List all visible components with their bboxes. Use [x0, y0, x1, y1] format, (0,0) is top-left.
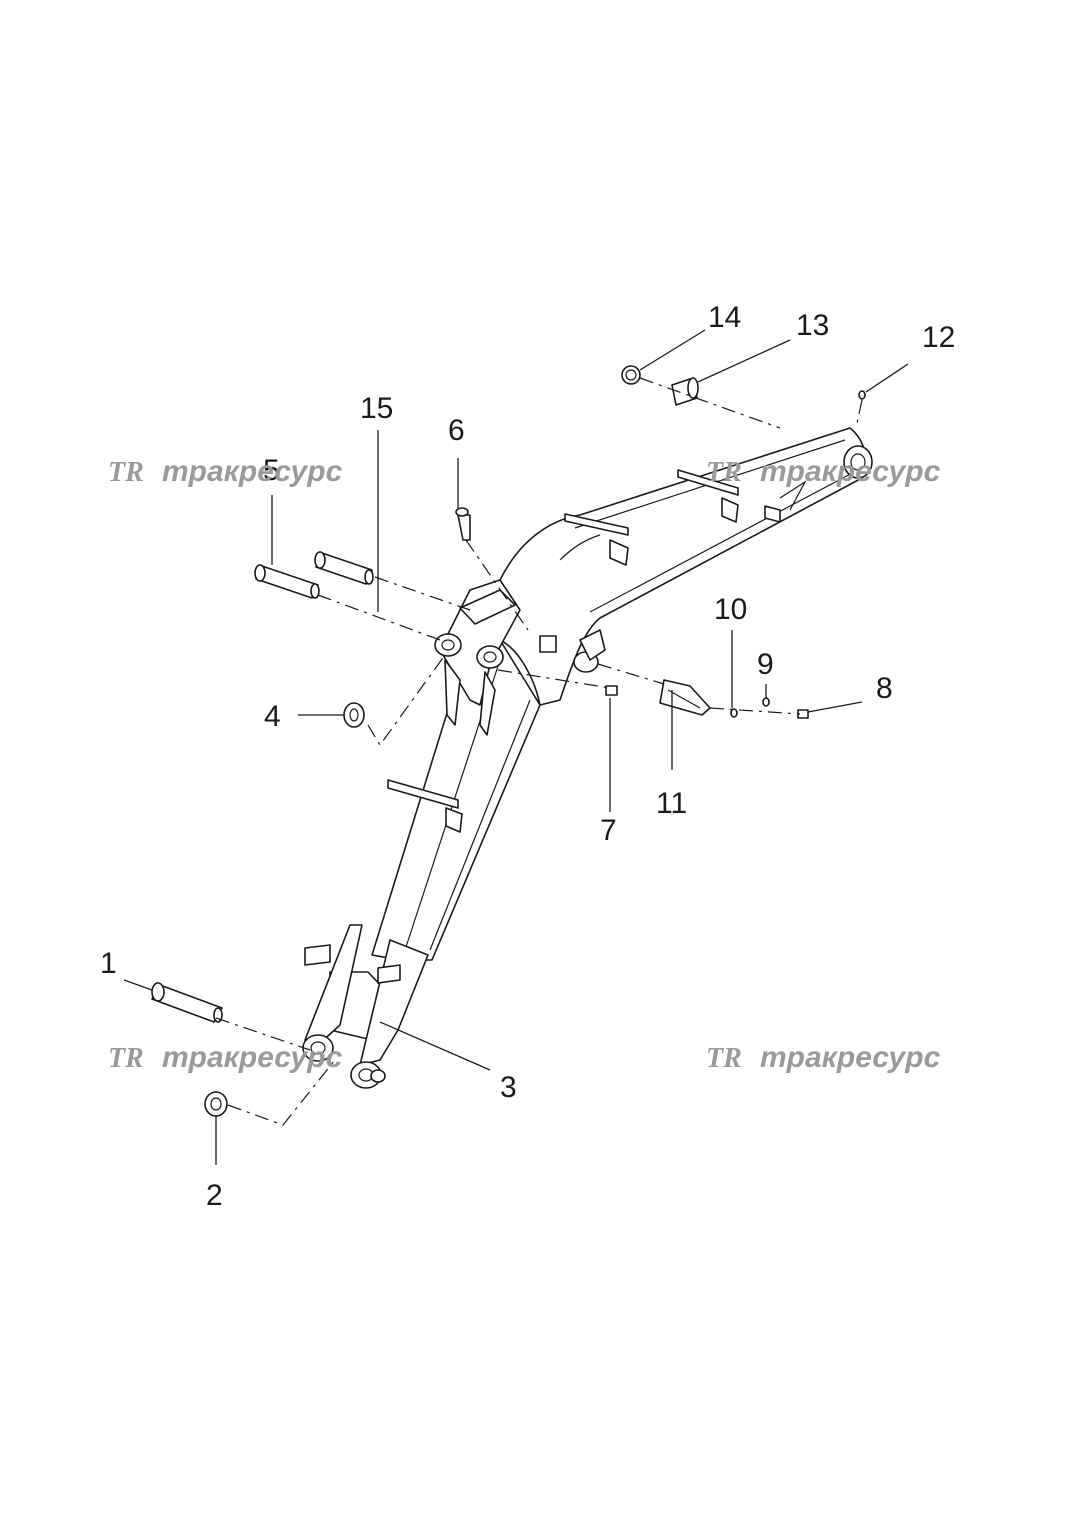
watermark-text: тракресурс — [162, 1041, 343, 1074]
callout-13: 13 — [796, 309, 829, 342]
part-8-bolt — [797, 709, 809, 719]
watermark-bottom-right: TR тракресурс — [706, 1041, 941, 1074]
part-4-washer — [343, 702, 365, 728]
callout-4: 4 — [264, 700, 281, 733]
callout-5: 5 — [263, 454, 280, 487]
callout-2: 2 — [206, 1179, 223, 1212]
callout-7: 7 — [600, 814, 617, 847]
watermark-text: тракресурс — [760, 1041, 941, 1074]
callout-15: 15 — [360, 392, 393, 425]
callout-11: 11 — [656, 787, 687, 820]
part-13-bushing — [671, 377, 699, 406]
part-9-washer — [762, 697, 770, 707]
callout-14: 14 — [708, 301, 741, 334]
callout-1: 1 — [100, 947, 117, 980]
boom-arm — [302, 427, 873, 1089]
part-6-bolt — [455, 507, 471, 541]
part-14-seal-ring — [621, 365, 641, 385]
watermark-bottom-left: TR тракресурс — [108, 1041, 343, 1074]
callout-10: 10 — [714, 593, 747, 626]
part-10-washer — [730, 708, 738, 718]
callout-3: 3 — [500, 1071, 517, 1104]
part-15-pin — [314, 551, 374, 585]
part-12-grease-nipple — [858, 390, 866, 400]
callout-9: 9 — [757, 648, 774, 681]
part-1-pin — [151, 982, 223, 1023]
part-11-plate — [659, 679, 711, 716]
watermark-logo: TR — [706, 1043, 742, 1074]
callout-leaders — [123, 329, 909, 1165]
part-2-washer — [204, 1091, 228, 1117]
watermark-logo: TR — [108, 1043, 144, 1074]
watermark-top-right: TR тракресурс — [706, 455, 941, 488]
part-5-pin — [254, 564, 320, 599]
part-7-nut — [605, 685, 618, 696]
callout-numbers: 1 2 3 4 5 6 7 8 9 10 11 12 13 14 15 — [100, 301, 955, 1212]
callout-12: 12 — [922, 321, 955, 354]
callout-6: 6 — [448, 414, 465, 447]
assembly-lines — [215, 377, 863, 1126]
watermark-text: тракресурс — [162, 455, 343, 488]
watermark-text: тракресурс — [760, 455, 941, 488]
watermark-logo: TR — [706, 457, 742, 488]
watermark-logo: TR — [108, 457, 144, 488]
watermark-top-left: TR тракресурс — [108, 455, 343, 488]
callout-8: 8 — [876, 672, 893, 705]
